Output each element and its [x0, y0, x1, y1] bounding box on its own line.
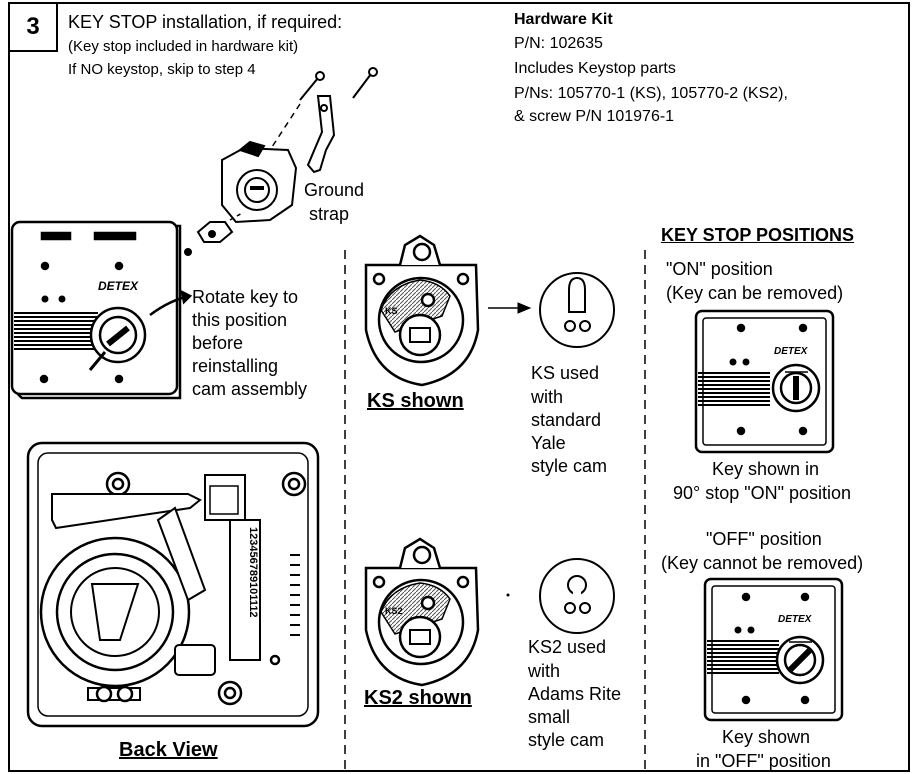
page-border [8, 2, 910, 772]
off-position-title: "OFF" position [706, 529, 822, 549]
ks-desc-3: standard [531, 410, 602, 430]
ks-detail-drawing [539, 272, 615, 348]
terminal-numbers: 123456789101112 [247, 527, 259, 618]
step-number-box: 3 [8, 2, 58, 52]
step-number: 3 [26, 13, 40, 40]
key-stop-positions-heading: KEY STOP POSITIONS [661, 225, 855, 245]
back-view-drawing [26, 441, 320, 728]
off-position-sub: (Key cannot be removed) [661, 553, 864, 573]
ks-desc-2: with [531, 387, 564, 407]
ks2-detail-drawing [539, 558, 615, 634]
brand-logo-off: DETEX [778, 614, 813, 625]
rotate-note-2: this position [192, 310, 288, 330]
ks2-desc-2: with [528, 661, 561, 681]
front-panel-drawing [10, 220, 193, 400]
ks2-cam-label: KS2 [385, 606, 403, 616]
hardware-kit-line2: P/Ns: 105770-1 (KS), 105770-2 (KS2), [514, 85, 788, 102]
on-position-sub: (Key can be removed) [666, 283, 844, 303]
ground-strap-label-2: strap [309, 204, 350, 224]
rotate-note-1: Rotate key to [192, 287, 299, 307]
on-position-title: "ON" position [666, 259, 773, 279]
rotate-note-5: cam assembly [192, 379, 308, 399]
ks2-desc-4: small [528, 707, 571, 727]
on-position-panel-drawing [694, 309, 835, 454]
hardware-kit-pn: P/N: 102635 [514, 35, 603, 52]
brand-logo-on: DETEX [774, 346, 809, 357]
ks-desc-5: style cam [531, 456, 608, 476]
hardware-kit-line3: & screw P/N 101976-1 [514, 108, 675, 125]
ks2-cam-drawing [364, 537, 480, 687]
ks-caption: KS shown [367, 390, 464, 412]
off-caption-1: Key shown [722, 727, 811, 747]
hardware-kit-heading: Hardware Kit [514, 11, 613, 28]
ks-desc-4: Yale [531, 433, 566, 453]
back-view-caption: Back View [119, 739, 218, 761]
exploded-cam-assembly-drawing [184, 67, 378, 256]
ks2-desc-1: KS2 used [528, 637, 607, 657]
ks2-desc-3: Adams Rite [528, 684, 622, 704]
ks2-caption: KS2 shown [364, 687, 472, 709]
step-note-skip: If NO keystop, skip to step 4 [68, 61, 256, 78]
rotate-note-4: reinstalling [192, 356, 279, 376]
ground-strap-label-1: Ground [304, 180, 365, 200]
off-position-panel-drawing [703, 577, 844, 722]
ks2-desc-5: style cam [528, 730, 605, 750]
brand-logo-front: DETEX [98, 279, 139, 293]
hardware-kit-line1: Includes Keystop parts [514, 60, 676, 77]
ks-cam-drawing [364, 234, 480, 387]
ks2-arrow [506, 593, 510, 597]
step-note-keystop-included: (Key stop included in hardware kit) [68, 38, 299, 55]
ks-arrow [488, 302, 532, 314]
step-title: KEY STOP installation, if required: [68, 12, 343, 32]
on-caption-2: 90° stop "ON" position [673, 483, 852, 503]
ks-cam-label: KS [385, 306, 398, 316]
rotate-note-3: before [192, 333, 244, 353]
off-caption-2: in "OFF" position [696, 751, 831, 771]
ks-desc-1: KS used [531, 363, 600, 383]
on-caption-1: Key shown in [712, 459, 820, 479]
